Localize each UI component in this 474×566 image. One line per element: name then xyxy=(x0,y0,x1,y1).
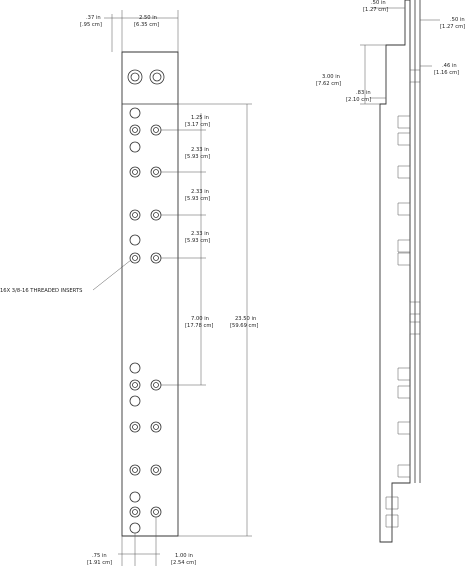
dim-bottom-left: .75 in xyxy=(92,553,107,559)
threaded-insert-pair xyxy=(129,421,162,433)
threaded-insert-icon xyxy=(153,127,159,133)
dim-spacing-1: 2.33 in xyxy=(191,147,209,153)
side-view: .50 in [1.27 cm] .50 in [1.27 cm] 3.00 i… xyxy=(316,0,465,543)
threaded-insert-icon xyxy=(132,255,138,261)
threaded-insert-icon xyxy=(132,382,138,388)
threaded-insert-icon xyxy=(132,509,138,515)
plain-hole-icon xyxy=(129,141,141,153)
insert-profile-icon xyxy=(385,496,399,510)
plain-hole-icon xyxy=(129,522,141,534)
dim-step: .83 in xyxy=(356,90,371,96)
threaded-insert-pair xyxy=(129,379,162,391)
hole-icon xyxy=(130,72,140,82)
threaded-insert-icon xyxy=(153,169,159,175)
insert-profile-icon xyxy=(397,464,411,478)
dim-width-total-cm: [6.35 cm] xyxy=(134,22,159,28)
threaded-insert-icon xyxy=(153,509,159,515)
threaded-insert-icon xyxy=(132,169,138,175)
insert-profile-icon xyxy=(397,132,411,146)
threaded-insert-icon xyxy=(153,424,159,430)
threaded-insert-icon xyxy=(153,212,159,218)
dim-overall-cm: [59.69 cm] xyxy=(230,323,258,329)
dim-thickness-cm: [1.16 cm] xyxy=(434,70,459,76)
insert-profiles xyxy=(385,69,421,528)
plate-outline xyxy=(121,51,179,537)
dim-spacing-3: 2.33 in xyxy=(191,231,209,237)
insert-profile-icon xyxy=(409,69,421,83)
insert-profile-icon xyxy=(397,165,411,179)
threaded-insert-icon xyxy=(132,127,138,133)
plain-hole-icon xyxy=(129,395,141,407)
threaded-insert-icon xyxy=(132,212,138,218)
dim-spacing-2: 2.33 in xyxy=(191,189,209,195)
hole-icon xyxy=(152,72,162,82)
threaded-insert-icon xyxy=(153,382,159,388)
dim-gap-cm: [17.78 cm] xyxy=(185,323,213,329)
dim-top-right-cm: [1.27 cm] xyxy=(440,24,465,30)
dim-bottom-right: 1.00 in xyxy=(175,553,193,559)
dim-spacing-3-cm: [5.93 cm] xyxy=(185,238,210,244)
insert-profile-icon xyxy=(409,321,421,335)
dim-first-offset-cm: [3.17 cm] xyxy=(185,122,210,128)
threaded-insert-icon xyxy=(132,467,138,473)
front-view: .37 in [.95 cm] 2.50 in [6.35 cm] 1.25 i… xyxy=(0,10,258,566)
threaded-insert-pair xyxy=(129,124,162,136)
threaded-insert-icon xyxy=(153,467,159,473)
dim-width-edge: .37 in xyxy=(86,15,101,21)
threaded-inserts-label: 16X 3/8-16 THREADED INSERTS xyxy=(0,288,82,294)
rail-outline xyxy=(379,0,411,543)
overall-dimension: 23.50 in [59.69 cm] xyxy=(178,103,258,537)
insert-profile-icon xyxy=(397,385,411,399)
dim-width-edge-cm: [.95 cm] xyxy=(80,22,102,28)
top-mounting-holes xyxy=(127,69,165,85)
dim-bottom-right-cm: [2.54 cm] xyxy=(171,560,196,566)
dim-thickness: .46 in xyxy=(442,63,457,69)
insert-profile-icon xyxy=(397,421,411,435)
plain-hole-icon xyxy=(129,491,141,503)
dim-gap: 7.00 in xyxy=(191,316,209,322)
dim-width-total: 2.50 in xyxy=(139,15,157,21)
insert-profile-icon xyxy=(409,301,421,315)
dim-top-right: .50 in xyxy=(450,17,465,23)
dim-top-offset: .50 in xyxy=(371,0,386,6)
insert-profile-icon xyxy=(397,252,411,266)
plain-hole-icon xyxy=(129,234,141,246)
threaded-insert-icon xyxy=(132,424,138,430)
threaded-insert-icon xyxy=(153,255,159,261)
leader-line xyxy=(92,259,132,291)
threaded-insert-pair xyxy=(129,506,162,518)
insert-pattern xyxy=(129,107,162,534)
dim-bottom-left-cm: [1.91 cm] xyxy=(87,560,112,566)
insert-callout: 16X 3/8-16 THREADED INSERTS xyxy=(0,259,132,294)
insert-profile-icon xyxy=(397,202,411,216)
insert-profile-icon xyxy=(397,115,411,129)
dim-depth: 3.00 in xyxy=(322,74,340,80)
dim-overall: 23.50 in xyxy=(235,316,256,322)
dim-step-cm: [2.10 cm] xyxy=(346,97,371,103)
dim-spacing-1-cm: [5.93 cm] xyxy=(185,154,210,160)
dim-spacing-2-cm: [5.93 cm] xyxy=(185,196,210,202)
side-dimensions: .50 in [1.27 cm] .50 in [1.27 cm] 3.00 i… xyxy=(316,0,465,105)
dim-first-offset: 1.25 in xyxy=(191,115,209,121)
insert-profile-icon xyxy=(385,514,399,528)
threaded-insert-pair xyxy=(129,464,162,476)
dim-top-offset-cm: [1.27 cm] xyxy=(363,7,388,13)
spacing-dimensions: 1.25 in [3.17 cm] 2.33 in [5.93 cm] 2.33… xyxy=(161,113,213,386)
threaded-insert-pair xyxy=(129,252,162,264)
bottom-dimensions: .75 in [1.91 cm] 1.00 in [2.54 cm] xyxy=(87,517,196,566)
plain-hole-icon xyxy=(129,362,141,374)
insert-profile-icon xyxy=(397,239,411,253)
threaded-insert-pair xyxy=(129,166,162,178)
top-dimensions: .37 in [.95 cm] 2.50 in [6.35 cm] xyxy=(80,10,179,52)
insert-profile-icon xyxy=(397,367,411,381)
dim-depth-cm: [7.62 cm] xyxy=(316,81,341,87)
threaded-insert-pair xyxy=(129,209,162,221)
plain-hole-icon xyxy=(129,107,141,119)
